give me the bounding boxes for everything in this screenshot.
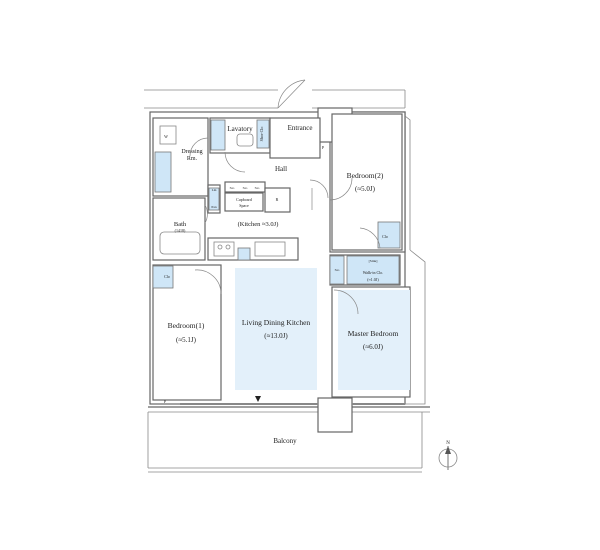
linen-storage [208,187,220,211]
ldk-size: (≈13.0J) [264,332,288,340]
highlight-areas [152,119,410,390]
washer-label: W [164,134,168,139]
lavatory-storage [210,119,226,151]
storage-3-label: Sto [255,186,260,190]
compass-north-label: N [446,441,450,446]
hall-label: Hall [275,165,287,173]
bath-label: Bath [174,221,187,228]
ldk-highlight [235,268,317,390]
room-labels: Entrance Lavatory Dressing Rm. Hall Bedr… [168,124,399,445]
bedroom2-closet-label: Clo [382,234,388,239]
balcony-unit [317,397,353,433]
shoe-closet [256,119,270,149]
compass-icon: N [438,441,458,470]
stove [213,241,235,257]
lavatory-sink [236,133,254,147]
kitchen-label: (Kitchen ≈3.0J) [238,221,279,228]
kitchen-storage [237,247,251,261]
dressing-label-1: Dressing [181,149,202,155]
bedroom1-p-label: P [164,399,167,404]
exterior-lines [144,89,406,109]
small-labels: W Shoe Clo P Lin Sto Sto Sto Pan R Clo S… [164,127,388,404]
entrance-p-label: P [322,145,325,150]
pantry-label: Pan [211,205,217,209]
bedroom1-closet [152,265,174,289]
fixtures [159,125,286,257]
balcony-label: Balcony [273,437,297,445]
linen-label: Lin [212,188,217,192]
bedroom1-closet-label: Clo [164,274,170,279]
lavatory-label: Lavatory [227,125,253,133]
bath-size: (1418) [175,228,186,233]
bedroom2-label: Bedroom(2) [347,171,384,180]
dressing-label-2: Rm. [187,156,198,162]
master-storage [329,255,345,285]
master-highlight [338,290,410,390]
entrance-marker-icon [255,396,261,402]
bedroom2-closet [377,221,401,249]
doors [189,137,381,315]
walkin-closet [346,255,400,285]
storage-2-label: Sto [243,186,248,190]
refrigerator-label: R [276,197,279,202]
balcony [147,397,430,473]
master-storage-label: Sto [335,268,340,272]
dressing-storage [154,151,172,193]
master-bedroom-size: (≈6.0J) [363,343,384,351]
bedroom1-size: (≈5.1J) [176,336,197,344]
kitchen-sink [254,241,286,257]
storage-1-label: Sto [230,186,235,190]
walkin-closet-label: Walk-in Clo. [363,270,384,275]
shoe-closet-label: Shoe Clo [259,127,264,142]
cupboard-label-1: Cupboard [236,197,252,202]
cupboard-label-2: Space [239,203,249,208]
sink-label: [Sink] [369,259,378,263]
master-bedroom-label: Master Bedroom [348,329,399,338]
washer [159,125,177,145]
walkin-closet-size: (≈1.0J) [367,277,379,282]
bedroom2-size: (≈5.0J) [355,185,376,193]
ldk-label: Living Dining Kitchen [242,318,311,327]
entrance-label: Entrance [288,124,313,132]
bathtub [159,231,201,255]
bedroom1-label: Bedroom(1) [168,321,205,330]
